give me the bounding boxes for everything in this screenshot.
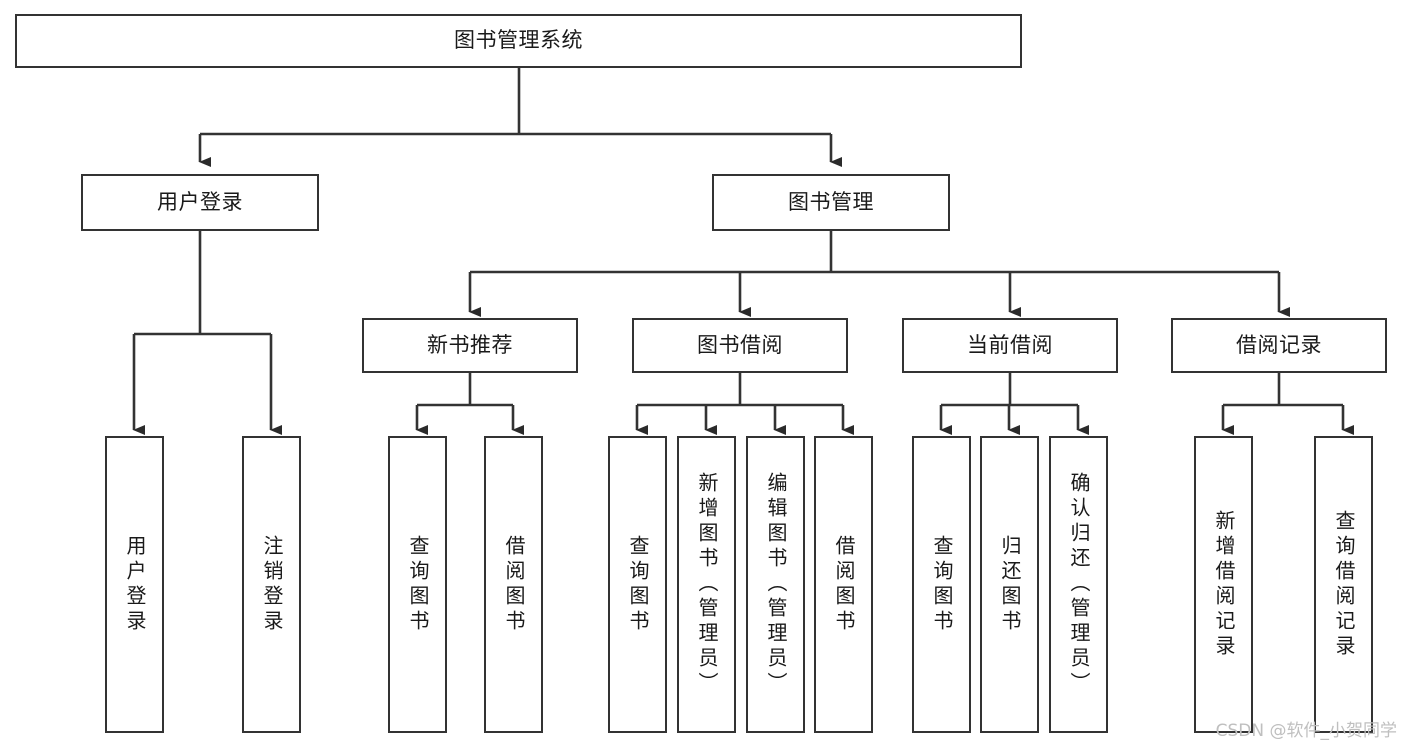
node-leaf-user-login-label: 用户登录 bbox=[123, 534, 147, 635]
node-borrow-record[interactable]: 借阅记录 bbox=[1171, 318, 1387, 373]
node-leaf-return-book[interactable]: 归还图书 bbox=[980, 436, 1039, 733]
node-leaf-query-record-label: 查询借阅记录 bbox=[1332, 509, 1356, 660]
node-leaf-add-record-label: 新增借阅记录 bbox=[1212, 509, 1236, 660]
node-book-management[interactable]: 图书管理 bbox=[712, 174, 950, 231]
node-leaf-confirm-return-label: 确认归还（管理员） bbox=[1067, 472, 1091, 697]
node-leaf-add-book-label: 新增图书（管理员） bbox=[695, 472, 719, 697]
node-leaf-user-logout[interactable]: 注销登录 bbox=[242, 436, 301, 733]
node-leaf-return-book-label: 归还图书 bbox=[998, 534, 1022, 635]
node-leaf-borrow-book-2[interactable]: 借阅图书 bbox=[814, 436, 873, 733]
node-book-management-label: 图书管理 bbox=[788, 189, 874, 214]
node-user-login[interactable]: 用户登录 bbox=[81, 174, 319, 231]
node-borrow-record-label: 借阅记录 bbox=[1236, 332, 1322, 357]
node-leaf-user-login[interactable]: 用户登录 bbox=[105, 436, 164, 733]
node-leaf-borrow-book-2-label: 借阅图书 bbox=[832, 534, 856, 635]
node-book-borrow[interactable]: 图书借阅 bbox=[632, 318, 848, 373]
node-leaf-query-book-2-label: 查询图书 bbox=[626, 534, 650, 635]
node-leaf-confirm-return[interactable]: 确认归还（管理员） bbox=[1049, 436, 1108, 733]
node-leaf-borrow-book-1-label: 借阅图书 bbox=[502, 534, 526, 635]
node-leaf-query-record[interactable]: 查询借阅记录 bbox=[1314, 436, 1373, 733]
node-leaf-query-book-3[interactable]: 查询图书 bbox=[912, 436, 971, 733]
node-leaf-add-book[interactable]: 新增图书（管理员） bbox=[677, 436, 736, 733]
node-leaf-query-book-3-label: 查询图书 bbox=[930, 534, 954, 635]
node-leaf-query-book-2[interactable]: 查询图书 bbox=[608, 436, 667, 733]
node-leaf-query-book-1[interactable]: 查询图书 bbox=[388, 436, 447, 733]
node-root[interactable]: 图书管理系统 bbox=[15, 14, 1022, 68]
node-leaf-edit-book[interactable]: 编辑图书（管理员） bbox=[746, 436, 805, 733]
node-leaf-borrow-book-1[interactable]: 借阅图书 bbox=[484, 436, 543, 733]
node-leaf-query-book-1-label: 查询图书 bbox=[406, 534, 430, 635]
node-book-borrow-label: 图书借阅 bbox=[697, 332, 783, 357]
node-new-book-recommend-label: 新书推荐 bbox=[427, 332, 513, 357]
node-current-borrow-label: 当前借阅 bbox=[967, 332, 1053, 357]
node-leaf-edit-book-label: 编辑图书（管理员） bbox=[764, 472, 788, 697]
node-current-borrow[interactable]: 当前借阅 bbox=[902, 318, 1118, 373]
node-user-login-label: 用户登录 bbox=[157, 189, 243, 214]
node-leaf-add-record[interactable]: 新增借阅记录 bbox=[1194, 436, 1253, 733]
node-root-label: 图书管理系统 bbox=[454, 28, 583, 53]
node-leaf-user-logout-label: 注销登录 bbox=[260, 534, 284, 635]
node-new-book-recommend[interactable]: 新书推荐 bbox=[362, 318, 578, 373]
